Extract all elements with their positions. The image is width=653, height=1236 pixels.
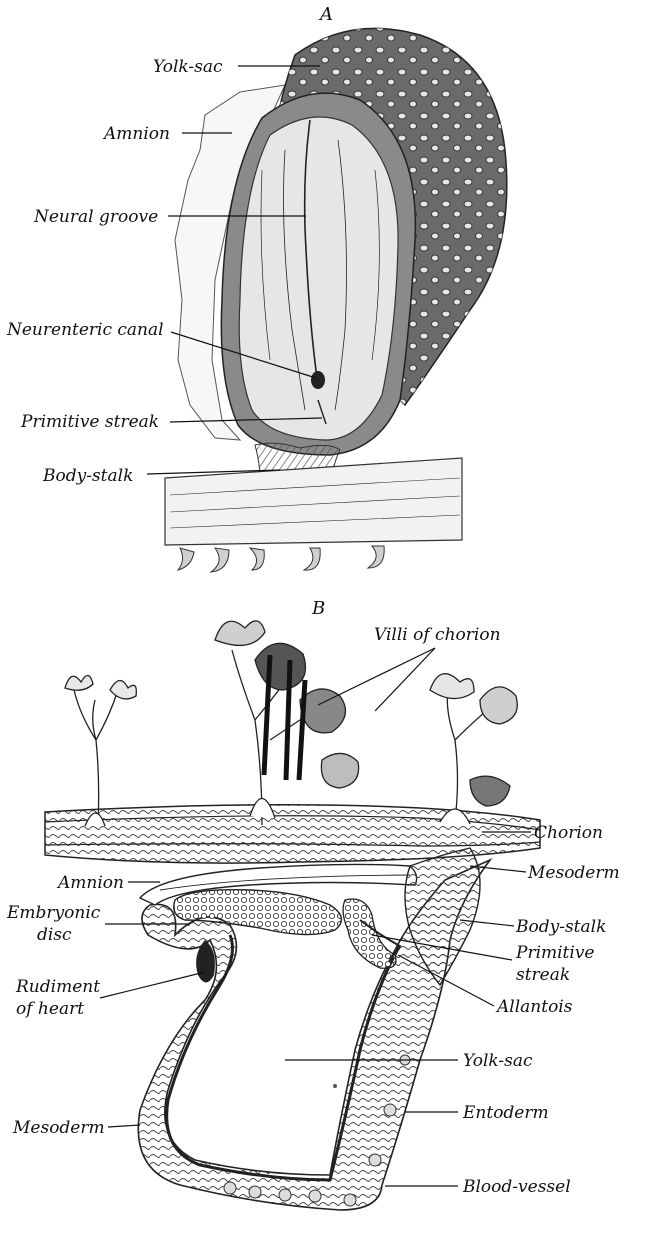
label-allantois: Allantois: [495, 997, 573, 1017]
label-neural-groove: Neural groove: [33, 207, 158, 227]
label-embryonic-disc-2: disc: [37, 925, 72, 945]
villi-stubs-a: [178, 546, 384, 572]
label-entoderm: Entoderm: [462, 1103, 549, 1123]
label-villi-of-chorion: Villi of chorion: [374, 625, 501, 645]
label-neurenteric-canal: Neurenteric canal: [6, 320, 164, 340]
figure-a-drawing: [165, 28, 507, 572]
label-chorion: Chorion: [534, 823, 603, 843]
label-primitive-streak-b1: Primitive: [515, 943, 595, 963]
label-amnion-a: Amnion: [102, 124, 170, 144]
label-primitive-streak-a: Primitive streak: [20, 412, 159, 432]
figure-a-heading: A: [318, 4, 333, 25]
label-rudiment-of-heart-1: Rudiment: [15, 977, 100, 997]
label-mesoderm-right: Mesoderm: [527, 863, 620, 883]
label-rudiment-of-heart-2: of heart: [16, 999, 84, 1019]
villi-of-chorion: [65, 621, 517, 825]
neurenteric-canal-pore: [311, 371, 325, 389]
label-blood-vessel: Blood-vessel: [462, 1177, 571, 1197]
figure-b-heading: B: [311, 598, 325, 619]
label-yolk-sac-b: Yolk-sac: [463, 1051, 533, 1071]
label-mesoderm-left: Mesoderm: [12, 1118, 105, 1138]
label-yolk-sac-a: Yolk-sac: [153, 57, 223, 77]
label-primitive-streak-b2: streak: [516, 965, 570, 985]
label-embryonic-disc-1: Embryonic: [6, 903, 101, 923]
label-amnion-b: Amnion: [56, 873, 124, 893]
label-body-stalk-b: Body-stalk: [515, 917, 606, 937]
chorion-band-a: [165, 458, 462, 545]
primitive-streak-b: [343, 899, 396, 968]
label-body-stalk-a: Body-stalk: [42, 466, 133, 486]
